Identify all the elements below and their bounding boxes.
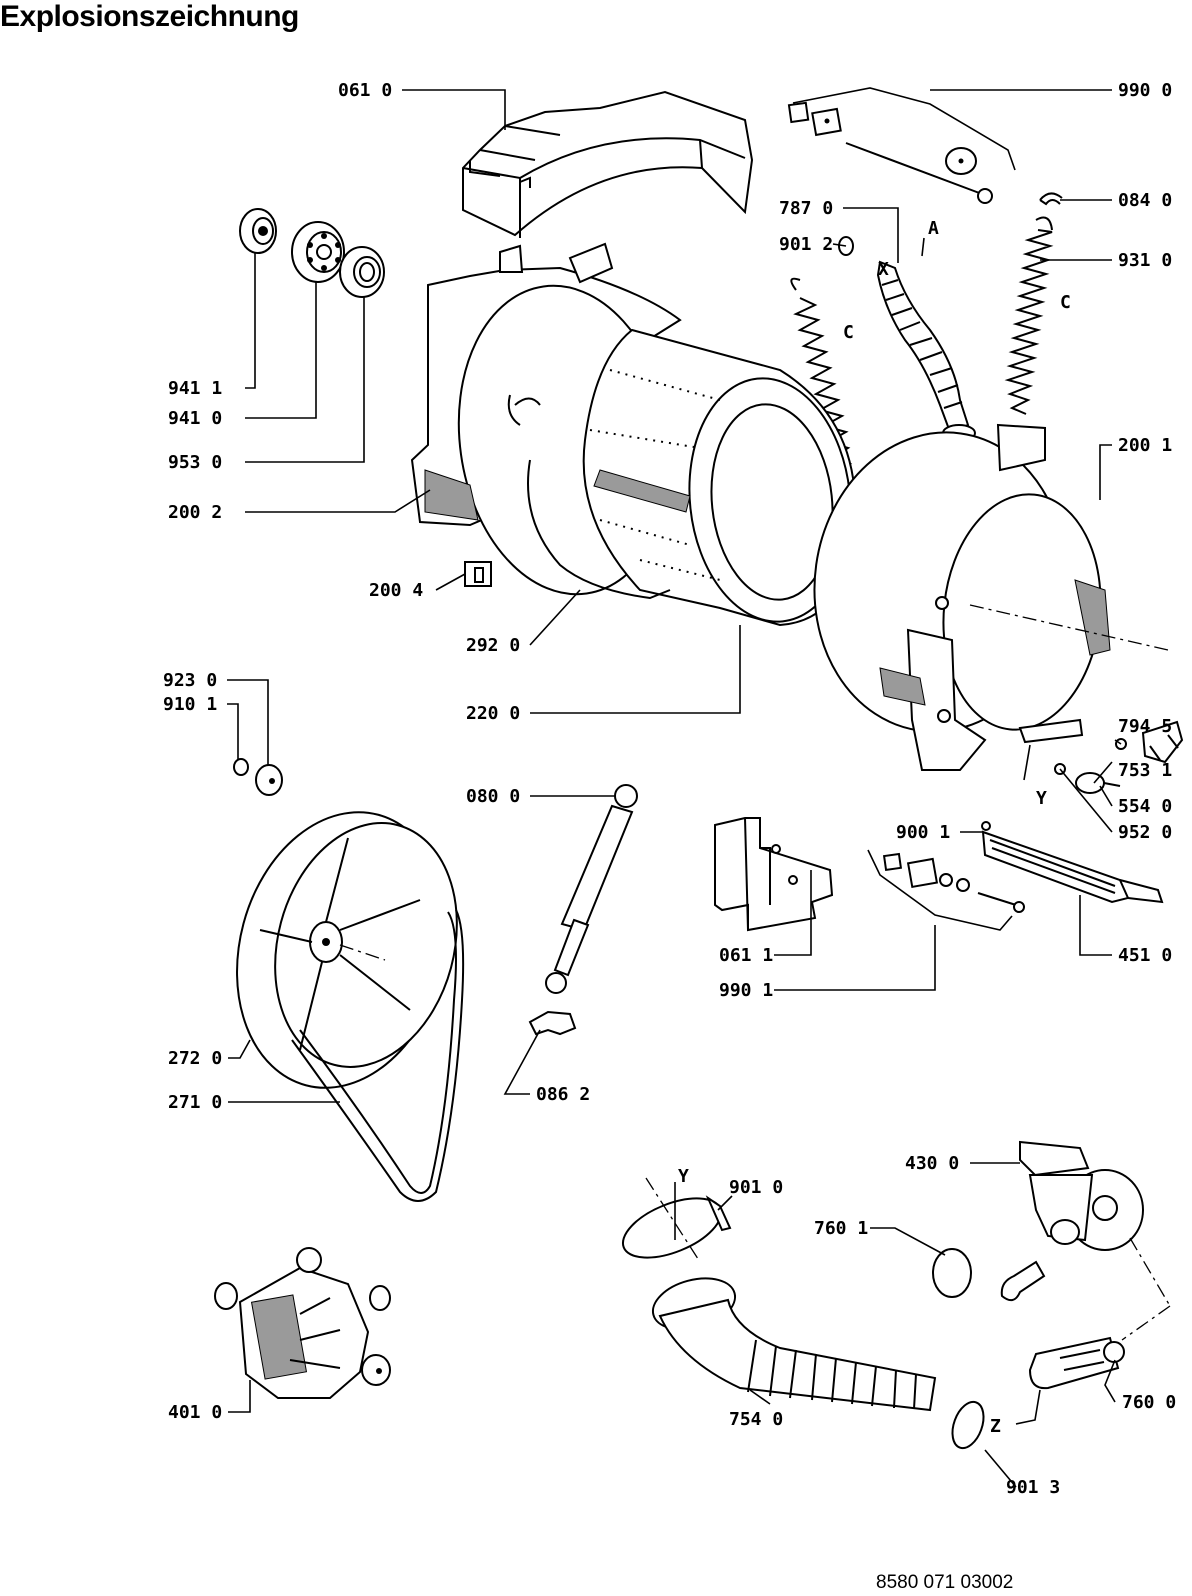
part-label-271-0: 271 0 — [168, 1092, 222, 1113]
part-label-760-0: 760 0 — [1122, 1392, 1176, 1413]
document-number: 8580 071 03002 — [876, 1572, 1014, 1593]
page-title: Explosionszeichnung — [0, 0, 299, 33]
part-label-401-0: 401 0 — [168, 1402, 222, 1423]
ref-letter-y-upper: Y — [1036, 788, 1047, 809]
lower-counterweight — [714, 817, 834, 932]
reference-letters: A X C C Y Y Z — [678, 218, 1071, 1437]
screw-set-top — [787, 87, 1016, 204]
part-label-901-3: 901 3 — [1006, 1477, 1060, 1498]
drive-belt — [291, 909, 465, 1202]
part-label-061-1: 061 1 — [719, 945, 773, 966]
part-label-272-0: 272 0 — [168, 1048, 222, 1069]
part-label-990-0: 990 0 — [1118, 80, 1172, 101]
part-label-787-0: 787 0 — [779, 198, 833, 219]
drain-pump — [1000, 1140, 1144, 1302]
ref-letter-z: Z — [990, 1416, 1001, 1437]
sensor-group — [1054, 720, 1184, 794]
part-label-941-0: 941 0 — [168, 408, 222, 429]
part-label-953-0: 953 0 — [168, 452, 222, 473]
part-label-901-2: 901 2 — [779, 234, 833, 255]
part-label-753-1: 753 1 — [1118, 760, 1172, 781]
hook-part — [1039, 192, 1063, 206]
part-label-220-0: 220 0 — [466, 703, 520, 724]
part-label-554-0: 554 0 — [1118, 796, 1172, 817]
shaft-seal — [339, 246, 385, 298]
ref-letter-a: A — [928, 218, 939, 239]
part-label-931-0: 931 0 — [1118, 250, 1172, 271]
screw-set-bottom — [867, 821, 1025, 931]
inner-drum — [582, 328, 857, 627]
part-label-923-0: 923 0 — [163, 670, 217, 691]
part-label-430-0: 430 0 — [905, 1153, 959, 1174]
ref-letter-y-lower: Y — [678, 1166, 689, 1187]
part-label-084-0: 084 0 — [1118, 190, 1172, 211]
heating-element — [981, 830, 1164, 904]
sump-hose — [651, 1277, 937, 1412]
part-label-200-2: 200 2 — [168, 502, 222, 523]
clip-part — [464, 561, 492, 587]
part-label-061-0: 061 0 — [338, 80, 392, 101]
part-label-760-1: 760 1 — [814, 1218, 868, 1239]
spring-right — [1004, 216, 1054, 415]
leader-lines — [227, 89, 1122, 1488]
bellows-hose — [838, 236, 976, 442]
seal-ring — [527, 459, 671, 600]
part-label-292-0: 292 0 — [466, 635, 520, 656]
drum-pulley — [236, 811, 458, 1089]
pulley-nut — [233, 758, 283, 796]
part-label-901-0: 901 0 — [729, 1177, 783, 1198]
part-label-941-1: 941 1 — [168, 378, 222, 399]
upper-counterweight — [462, 90, 754, 238]
front-tub-half — [813, 423, 1169, 771]
bearing-small — [239, 208, 277, 254]
part-label-990-1: 990 1 — [719, 980, 773, 1001]
ref-letter-c-right: C — [1060, 292, 1071, 313]
pump-filter — [1028, 1336, 1125, 1390]
part-label-952-0: 952 0 — [1118, 822, 1172, 843]
part-label-910-1: 910 1 — [163, 694, 217, 715]
part-label-900-1: 900 1 — [896, 822, 950, 843]
shock-absorber — [545, 784, 638, 994]
bearing-large — [291, 221, 345, 283]
motor — [214, 1247, 391, 1399]
part-label-794-5: 794 5 — [1118, 716, 1172, 737]
part-label-200-4: 200 4 — [369, 580, 423, 601]
hose-clamp — [951, 1400, 985, 1450]
mounting-bracket — [528, 1010, 577, 1036]
lid-disc — [621, 1177, 732, 1263]
part-label-754-0: 754 0 — [729, 1409, 783, 1430]
ref-letter-x: X — [878, 259, 889, 280]
part-label-086-2: 086 2 — [536, 1084, 590, 1105]
part-labels: 061 0 990 0 084 0 787 0 901 2 931 0 941 … — [163, 80, 1176, 1498]
part-label-080-0: 080 0 — [466, 786, 520, 807]
o-ring-small — [932, 1248, 972, 1298]
ref-letter-c-left: C — [843, 322, 854, 343]
part-label-200-1: 200 1 — [1118, 435, 1172, 456]
part-label-451-0: 451 0 — [1118, 945, 1172, 966]
